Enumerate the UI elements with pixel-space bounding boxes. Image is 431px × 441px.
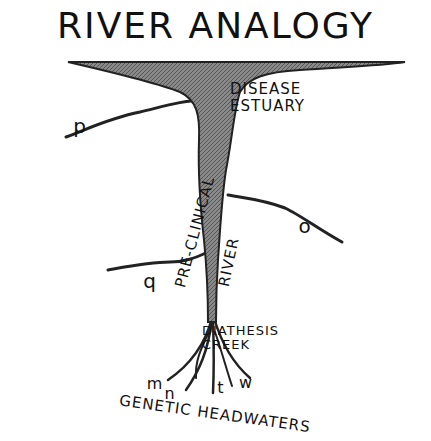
headwater-letter: w: [239, 374, 253, 392]
tributary-letter: o: [298, 215, 311, 237]
river-part-label: DIATHESIS CREEK: [202, 324, 298, 353]
tributary-letter: q: [143, 270, 157, 292]
diagram-title: RIVER ANALOGY: [0, 6, 431, 46]
river-part-label: DISEASE ESTUARY: [230, 81, 334, 114]
river-part-label: GENETIC HEADWATERS: [118, 392, 311, 435]
tributary-letter: p: [73, 115, 87, 137]
headwater-letter: t: [217, 379, 224, 397]
headwater-letter: m: [147, 375, 164, 393]
river-body: [68, 62, 405, 322]
